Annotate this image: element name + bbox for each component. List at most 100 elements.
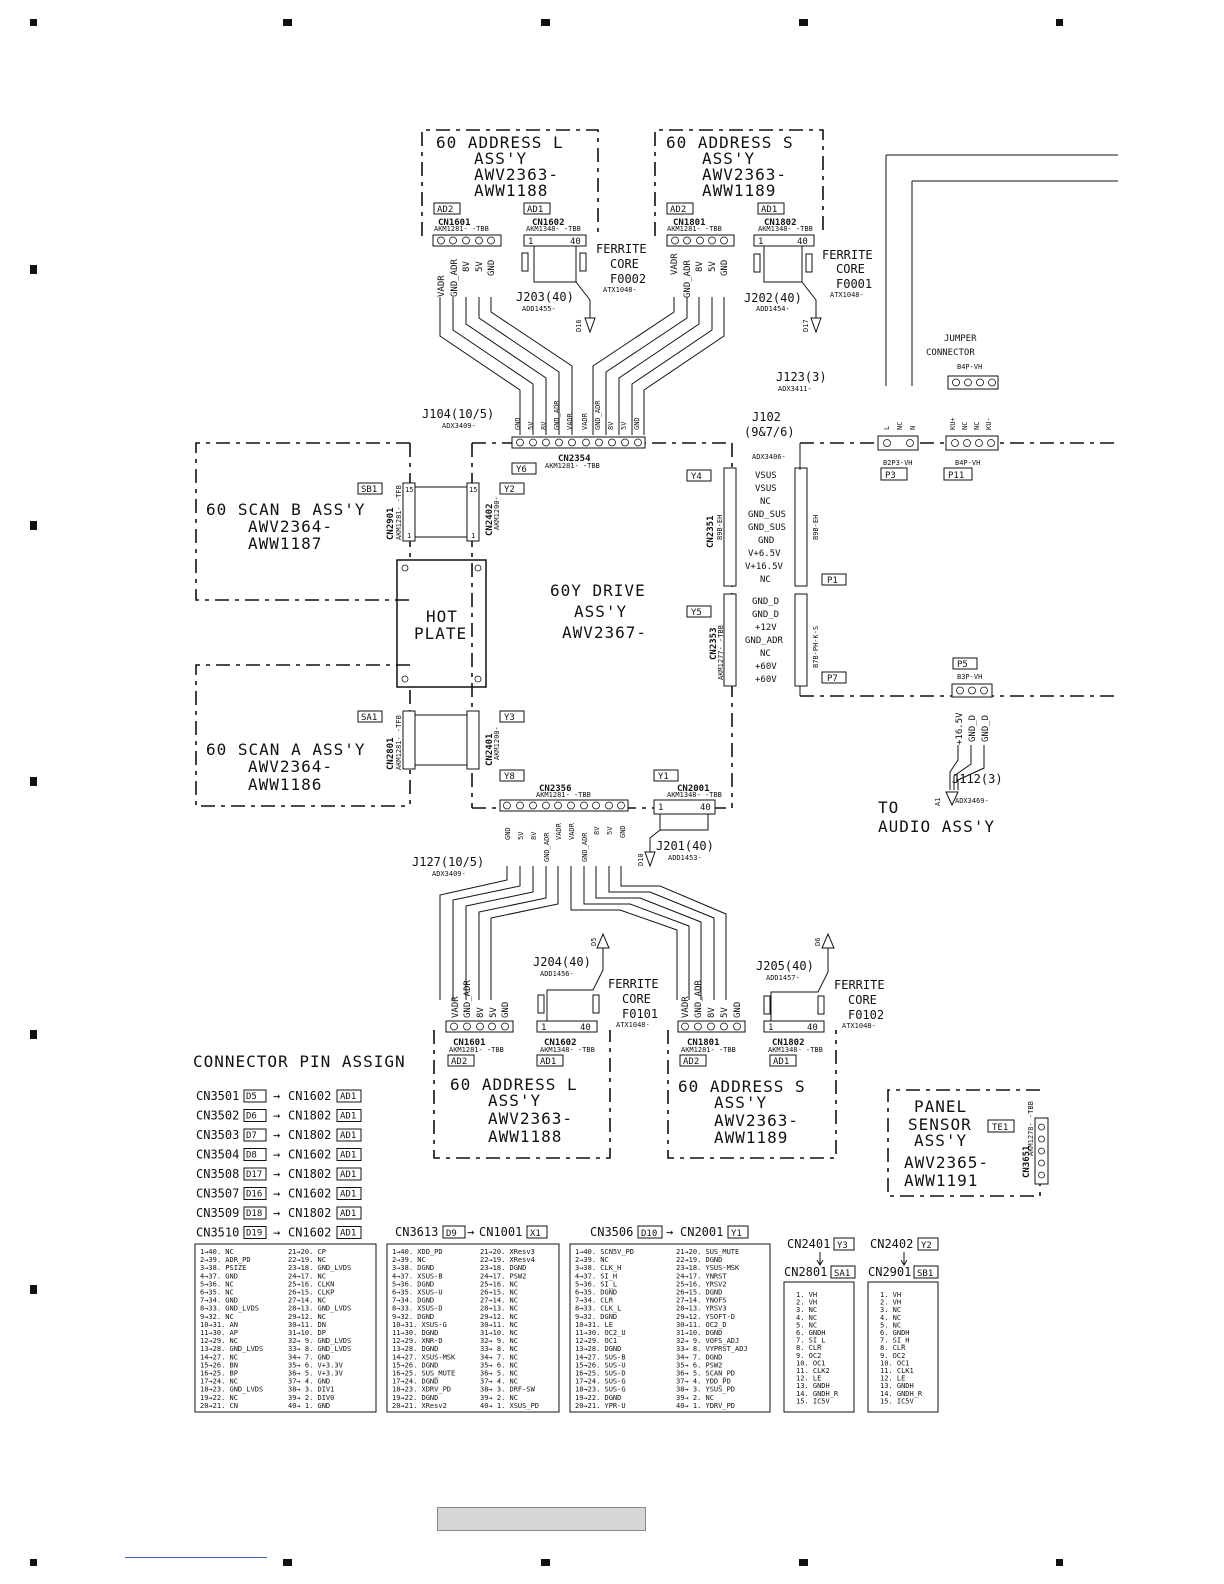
table-cell: 19→22. NC [200,1394,238,1402]
table-cell: 40→ 1. GND [288,1402,330,1410]
assy-part: AWV2367- [562,623,647,642]
address-s-bottom-board: VADR GND_ADR 8V 5V GND 1 40 CN1801 AKM12… [667,979,837,1159]
svg-text:Y1: Y1 [731,1229,742,1239]
svg-text:AD1: AD1 [340,1131,356,1141]
svg-text:D5: D5 [246,1092,257,1102]
svg-text:ADX3469-: ADX3469- [955,797,989,805]
table-cell: 3→38. PSIZE [200,1264,246,1272]
svg-text:5V: 5V [475,261,485,272]
table-cell: 27→14. NC [288,1297,326,1305]
assy-title: ASS'Y [702,149,755,168]
table-cell: 22→19. DGND [676,1256,722,1264]
table-cell: 11→30. DGND [392,1329,438,1337]
connector-label: CN2356 [539,784,572,794]
svg-text:AKM1200-: AKM1200- [493,726,501,760]
svg-text:AKM1348- -TBB: AKM1348- -TBB [540,1046,595,1054]
connector-label: CN1801 [673,218,706,228]
table-cell: 32→ 9. GND_LVDS [288,1337,351,1345]
svg-text:1: 1 [768,1023,773,1033]
box-label: AD1 [540,1057,556,1067]
svg-text:GND: GND [633,417,641,430]
table-cell: 4→37. XSUS-B [392,1272,443,1280]
svg-text:8V: 8V [695,261,705,272]
table-cell: 28→13. NC [480,1305,518,1313]
address-s-top-board: 60 ADDRESS S ASS'Y AWV2363- AWW1189 AD2 … [654,129,824,298]
table-cell: 1→40. XDD_PD [392,1248,443,1256]
box-label: Y6 [516,465,527,475]
connector-p3: L NC N B2P3-VH P3 [877,422,919,481]
box-label: Y4 [691,472,702,482]
fpc-y2: 15 1 CN2402 AKM1200- Y2 [415,482,525,542]
connector-label: CN2001 [677,784,710,794]
table-cell: 23→18. YSUS-MSK [676,1264,740,1272]
svg-text:CN3507: CN3507 [196,1187,239,1201]
box-label: AD1 [773,1057,789,1067]
svg-text:J104(10/5): J104(10/5) [422,407,494,421]
svg-text:AKM1281- -TBB: AKM1281- -TBB [545,462,600,470]
svg-text:F0002: F0002 [610,272,646,286]
svg-text:J201(40): J201(40) [656,839,714,853]
table-cell: 22→19. XResv4 [480,1256,535,1264]
svg-text:CN2353: CN2353 [709,627,719,660]
cable-j127: J127(10/5) ADX3409- [412,855,484,878]
table-cell: 33→ 8. NC [480,1345,518,1353]
svg-text:B4P-VH: B4P-VH [957,363,982,371]
table-cell: 12→29. XNR-D [392,1337,443,1345]
table-cell: 26→15. NC [480,1289,518,1297]
svg-text:GND_ADR: GND_ADR [543,832,551,862]
table-cell: 12→29. OC1 [575,1337,617,1345]
svg-text:D16: D16 [246,1190,262,1200]
svg-text:B3P-VH: B3P-VH [957,673,982,681]
assy-part: AWV2363- [474,165,559,184]
svg-text:GND_SUS: GND_SUS [748,510,786,520]
assy-title: 60 ADDRESS L [436,133,564,152]
svg-text:5V: 5V [517,831,525,840]
table-cell: 38→ 3. YSUS_PD [676,1386,735,1394]
table-cell: 39→ 2. DIV0 [288,1394,334,1402]
table-cell: 17→24. DGND [392,1378,438,1386]
table-cell: 8. CLR [796,1344,822,1352]
svg-text:D18: D18 [246,1209,262,1219]
svg-text:CN2402: CN2402 [870,1237,913,1251]
svg-text:CN1802: CN1802 [288,1109,331,1123]
svg-text:→: → [273,1148,280,1162]
svg-text:D9: D9 [446,1229,457,1239]
table-cell: 34→ 7. DGND [676,1353,722,1361]
wire-bundle-bottom [439,866,727,1000]
svg-text:CN3508: CN3508 [196,1167,239,1181]
table-cell: 36→ 5. NC [480,1370,518,1378]
table-cell: 20→21. XResv2 [392,1402,447,1410]
svg-text:AUDIO ASS'Y: AUDIO ASS'Y [878,817,995,836]
svg-text:B4P-VH: B4P-VH [955,459,980,467]
connector-label: CN1801 [687,1038,720,1048]
assy-part: AWW1188 [488,1127,562,1146]
svg-text:CN2351: CN2351 [706,515,716,548]
table-cell: 13→28. DGND [575,1345,621,1353]
assy-title: 60 ADDRESS L [450,1075,578,1094]
svg-text:→: → [273,1109,280,1123]
panel-sensor-board: PANEL SENSOR ASS'Y AWV2365- AWW1191 TE1 … [887,1089,1049,1197]
svg-text:ATX1048-: ATX1048- [842,1022,876,1030]
svg-text:5V: 5V [606,826,614,835]
svg-text:CN2401: CN2401 [787,1237,830,1251]
table-cell: 38→ 3. DRF-SW [480,1386,536,1394]
table-cell: 16→25. BP [200,1370,238,1378]
svg-text:Y2: Y2 [921,1241,932,1251]
table-cell: 5→36. NC [200,1280,234,1288]
table-cell: 1. VH [880,1291,901,1299]
table-cell: 1→40. NC [200,1248,234,1256]
box-label: AD2 [437,205,453,215]
table-cell: 11. CLK2 [796,1367,830,1375]
table-cell: 25→16. YRSV2 [676,1280,727,1288]
table-cell: 34→ 7. GND [288,1353,330,1361]
svg-text:CORE: CORE [836,262,865,276]
table-headers: CN3613 D9 → CN1001 X1 CN3506 D10 → CN200… [395,1225,939,1279]
ferrite-f0002: FERRITE CORE F0002 ATX1048- [521,242,647,294]
svg-text:CORE: CORE [610,257,639,271]
assy-part: AWV2364- [248,757,333,776]
table-cell: 34→ 7. NC [480,1353,518,1361]
table-cell: 22→19. NC [288,1256,326,1264]
table-cell: 15→26. DGND [392,1361,438,1369]
